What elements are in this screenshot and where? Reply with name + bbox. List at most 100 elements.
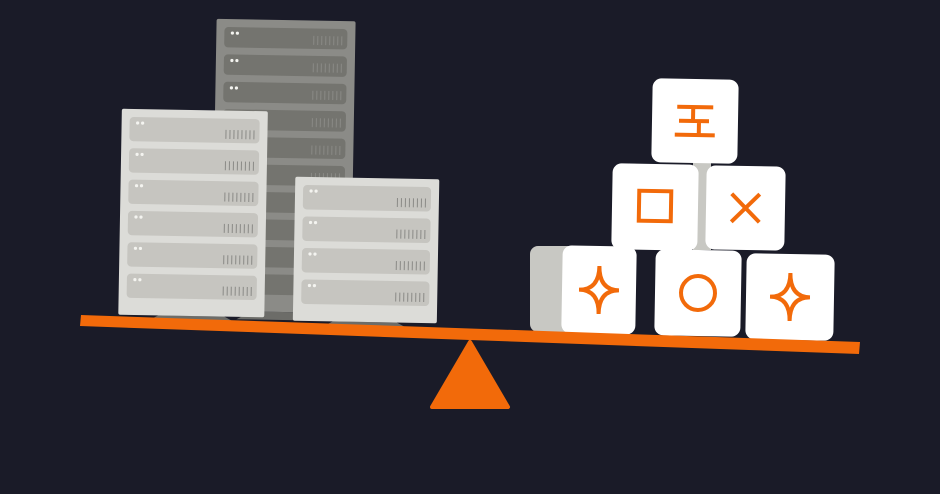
vent-icon [225, 129, 227, 139]
vent-icon [333, 36, 335, 46]
vent-icon [313, 35, 315, 45]
vent-icon [228, 192, 230, 202]
vent-icon [408, 198, 410, 208]
vent-icon [400, 229, 402, 239]
led-icon [313, 221, 318, 225]
fulcrum-triangle [430, 340, 510, 409]
vent-icon [423, 261, 425, 271]
vent-icon [335, 145, 337, 155]
vent-icon [235, 224, 237, 234]
vent-icon [424, 198, 426, 208]
vent-icon [411, 261, 413, 271]
server-rack-left [118, 108, 268, 325]
led-icon [308, 252, 312, 256]
server-slot [224, 27, 348, 50]
vent-icon [340, 91, 342, 101]
vent-icon [331, 118, 333, 128]
vent-icon [337, 36, 339, 46]
square-icon [636, 188, 674, 224]
vent-icon [311, 118, 313, 128]
vent-icon [407, 292, 409, 302]
server-slot [128, 148, 260, 175]
led-icon [133, 246, 138, 250]
server-unit [302, 216, 431, 244]
vent-icon [315, 118, 317, 128]
vent-icon [319, 118, 321, 128]
vent-icon [411, 292, 413, 302]
server-unit [128, 148, 260, 175]
vent-icon [323, 145, 325, 155]
vent-icon [248, 192, 250, 202]
led-icon [140, 152, 144, 157]
vent-icon [240, 161, 242, 171]
block [561, 245, 637, 335]
vent-icon [419, 261, 421, 271]
vent-icon [249, 130, 251, 140]
led-icon [313, 252, 317, 256]
vent-icon [222, 286, 224, 296]
vent-icon [404, 229, 406, 239]
vent-icon [232, 192, 234, 202]
server-slot [128, 179, 259, 207]
vent-icon [246, 286, 248, 296]
server-unit [126, 273, 257, 301]
server-unit [302, 184, 432, 212]
vent-icon [234, 286, 236, 296]
vent-icon [244, 161, 246, 171]
vent-icon [399, 261, 401, 271]
server-unit [301, 247, 431, 275]
vent-icon [324, 90, 326, 100]
vent-icon [328, 63, 330, 73]
vent-icon [395, 292, 397, 302]
block-bottom-middle [654, 249, 742, 337]
vent-icon [316, 63, 318, 73]
vent-icon [240, 192, 242, 202]
block-bottom-right [745, 253, 835, 341]
circle-icon [679, 274, 717, 312]
vent-icon [339, 145, 341, 155]
server-slot [301, 247, 431, 275]
server-slot [223, 81, 347, 105]
server-unit [224, 27, 348, 50]
vent-icon [327, 118, 329, 128]
vent-icon [242, 286, 244, 296]
symbol-blocks [530, 78, 835, 341]
block-middle-right [705, 165, 786, 251]
vent-icon [332, 91, 334, 101]
vent-icon [239, 224, 241, 234]
vent-icon [420, 198, 422, 208]
led-icon [135, 152, 139, 156]
led-icon [309, 189, 313, 193]
vent-icon [395, 261, 397, 271]
server-unit [129, 116, 260, 144]
vent-icon [408, 229, 410, 239]
led-icon [139, 184, 144, 188]
vent-icon [224, 192, 226, 202]
vent-icon [227, 223, 229, 233]
server-unit [223, 54, 347, 77]
vent-icon [424, 230, 426, 240]
led-icon [307, 283, 312, 288]
vent-icon [233, 130, 235, 140]
vent-icon [403, 261, 405, 271]
led-icon [133, 278, 137, 282]
block [745, 253, 835, 341]
led-icon [134, 215, 138, 219]
block-middle-left [611, 163, 699, 251]
vent-icon [335, 118, 337, 128]
vent-icon [423, 293, 425, 303]
vent-icon [245, 130, 247, 140]
vent-icon [238, 286, 240, 296]
vent-icon [328, 90, 330, 100]
vent-icon [231, 224, 233, 234]
block-top [651, 78, 739, 164]
sparkle-icon [578, 265, 620, 315]
led-icon [134, 184, 139, 188]
vent-icon [325, 36, 327, 46]
block-bottom-left [561, 245, 637, 335]
server-racks [118, 18, 440, 331]
led-icon [314, 189, 318, 193]
vent-icon [415, 261, 417, 271]
vent-icon [248, 161, 250, 171]
